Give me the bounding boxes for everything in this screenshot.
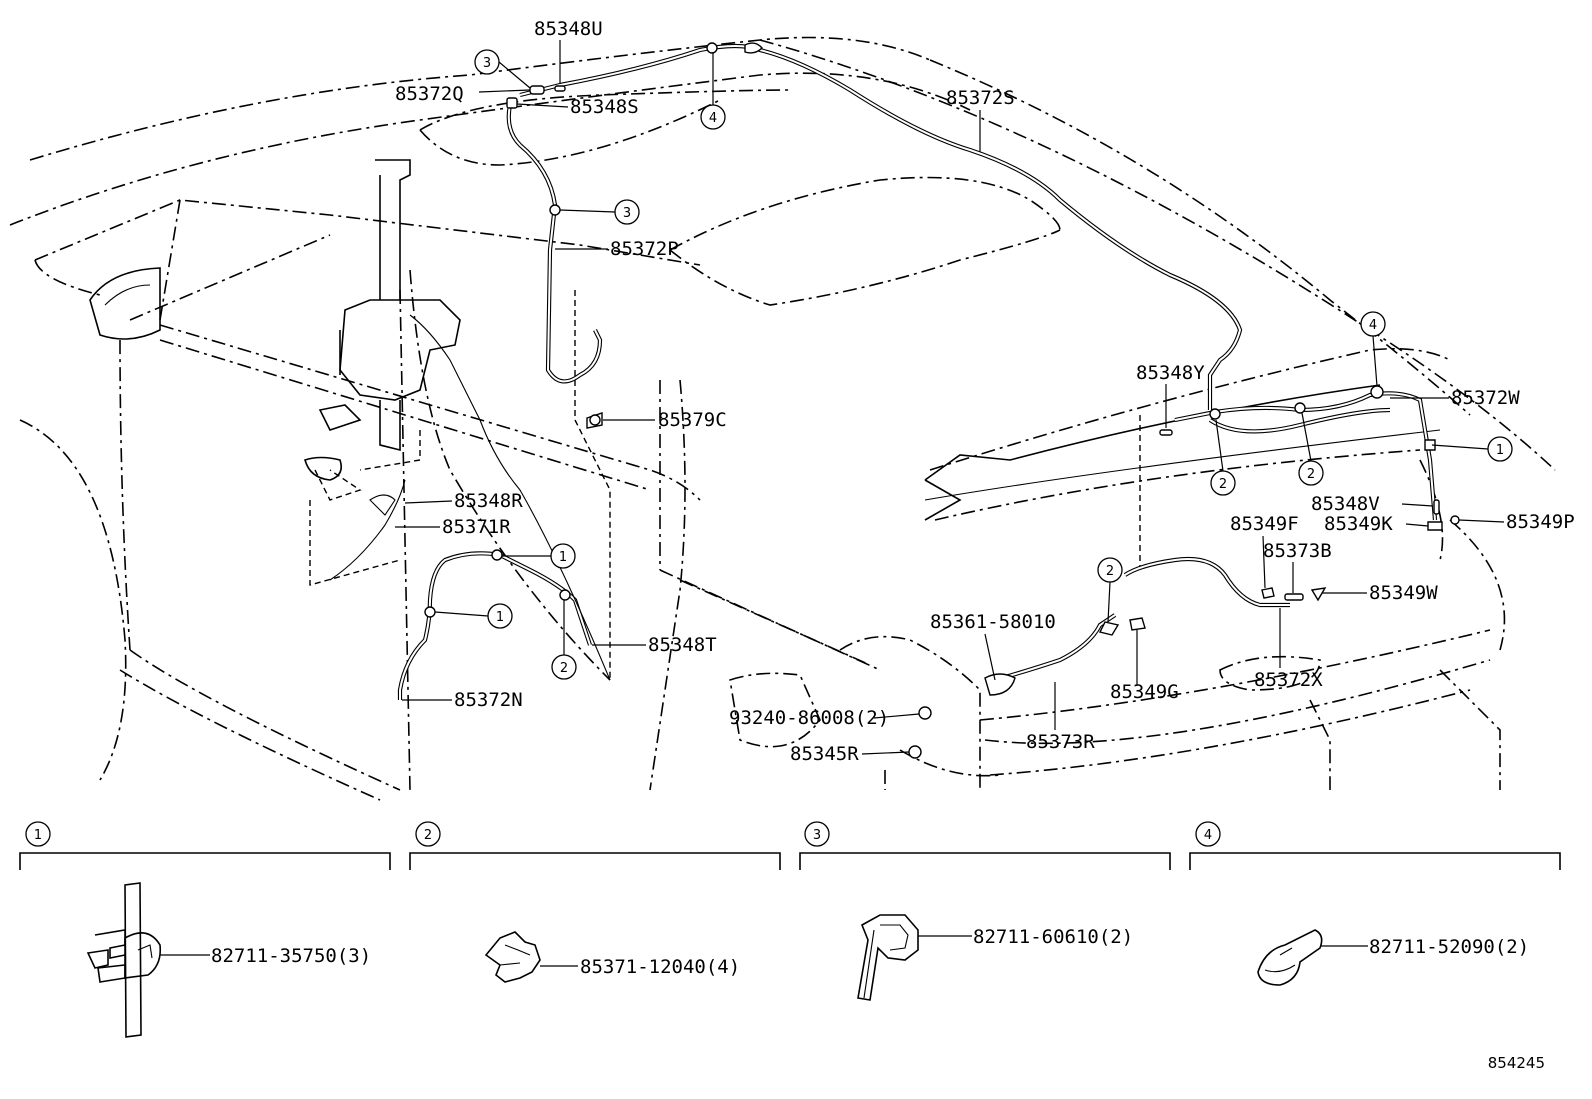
legend-panel-2: 2 85371-12040(4)	[409, 821, 781, 983]
label-85349F: 85349F	[1230, 513, 1299, 535]
legend-1-number: 1	[34, 828, 42, 843]
label-85361: 85361-58010	[930, 611, 1056, 633]
door-mirror	[89, 267, 161, 340]
washer-tank	[304, 159, 461, 586]
legend-4-part: 82711-52090(2)	[1369, 936, 1529, 958]
label-85372Q: 85372Q	[395, 83, 464, 105]
small-parts	[424, 42, 1460, 759]
clamp-icon-1	[86, 882, 162, 1038]
label-85348T: 85348T	[648, 634, 717, 656]
callout-2-rear-right: 2	[1307, 467, 1315, 482]
callout-markers: 3 4 3 1 1 2 4 2 2 1 2	[434, 49, 1513, 680]
legend-panel-1: 1 82711-35750(3)	[19, 821, 391, 1038]
label-85373R: 85373R	[1026, 731, 1095, 753]
legend-panels: 1 82711-35750(3) 2 853	[19, 821, 1561, 1038]
callout-2-lower: 2	[560, 661, 568, 676]
label-85348V: 85348V	[1311, 493, 1380, 515]
callout-1-lower: 1	[496, 610, 504, 625]
label-85348S: 85348S	[570, 96, 639, 118]
legend-2-part: 85371-12040(4)	[580, 956, 740, 978]
label-85372S: 85372S	[946, 87, 1015, 109]
part-labels: 85348U 85372Q 85348S 85372S 85372P 85379…	[395, 18, 1575, 765]
legend-1-part: 82711-35750(3)	[211, 945, 371, 967]
label-85372W: 85372W	[1451, 387, 1520, 409]
legend-3-number: 3	[813, 828, 821, 843]
label-85349P: 85349P	[1506, 511, 1575, 533]
label-85348Y: 85348Y	[1136, 362, 1205, 384]
legend-panel-3: 3 82711-60610(2)	[799, 821, 1171, 1001]
label-85349G: 85349G	[1110, 681, 1179, 703]
legend-panel-4: 4 82711-52090(2)	[1189, 821, 1561, 986]
callout-3-top: 3	[483, 56, 491, 71]
legend-2-number: 2	[424, 828, 432, 843]
label-85372X: 85372X	[1254, 669, 1323, 691]
vehicle-body-outline	[9, 36, 1556, 801]
clip-icon-2	[484, 931, 541, 983]
label-85379C: 85379C	[658, 409, 727, 431]
label-85372N: 85372N	[454, 689, 523, 711]
label-85345R: 85345R	[790, 743, 859, 765]
diagram-reference-code: 854245	[1488, 1054, 1545, 1072]
label-85349K: 85349K	[1324, 513, 1393, 535]
label-85348U: 85348U	[534, 18, 603, 40]
callout-1-upper: 1	[559, 550, 567, 565]
legend-3-part: 82711-60610(2)	[973, 926, 1133, 948]
callout-4-rear: 4	[1369, 318, 1377, 333]
legend-4-number: 4	[1204, 828, 1212, 843]
callout-2-backdoor: 2	[1106, 564, 1114, 579]
label-85372P: 85372P	[610, 238, 679, 260]
clip-icon-4	[1257, 929, 1323, 986]
label-85371R: 85371R	[442, 516, 511, 538]
label-93240: 93240-86008(2)	[729, 707, 889, 729]
callout-2-rear-left: 2	[1219, 477, 1227, 492]
callout-4-roof: 4	[709, 111, 717, 126]
callout-3-pillar: 3	[623, 206, 631, 221]
washer-hoses	[329, 43, 1438, 700]
label-85348R: 85348R	[454, 490, 523, 512]
clip-icon-3	[857, 914, 919, 1001]
callout-1-rear: 1	[1496, 443, 1504, 458]
label-85373B: 85373B	[1263, 540, 1332, 562]
label-85349W: 85349W	[1369, 582, 1438, 604]
